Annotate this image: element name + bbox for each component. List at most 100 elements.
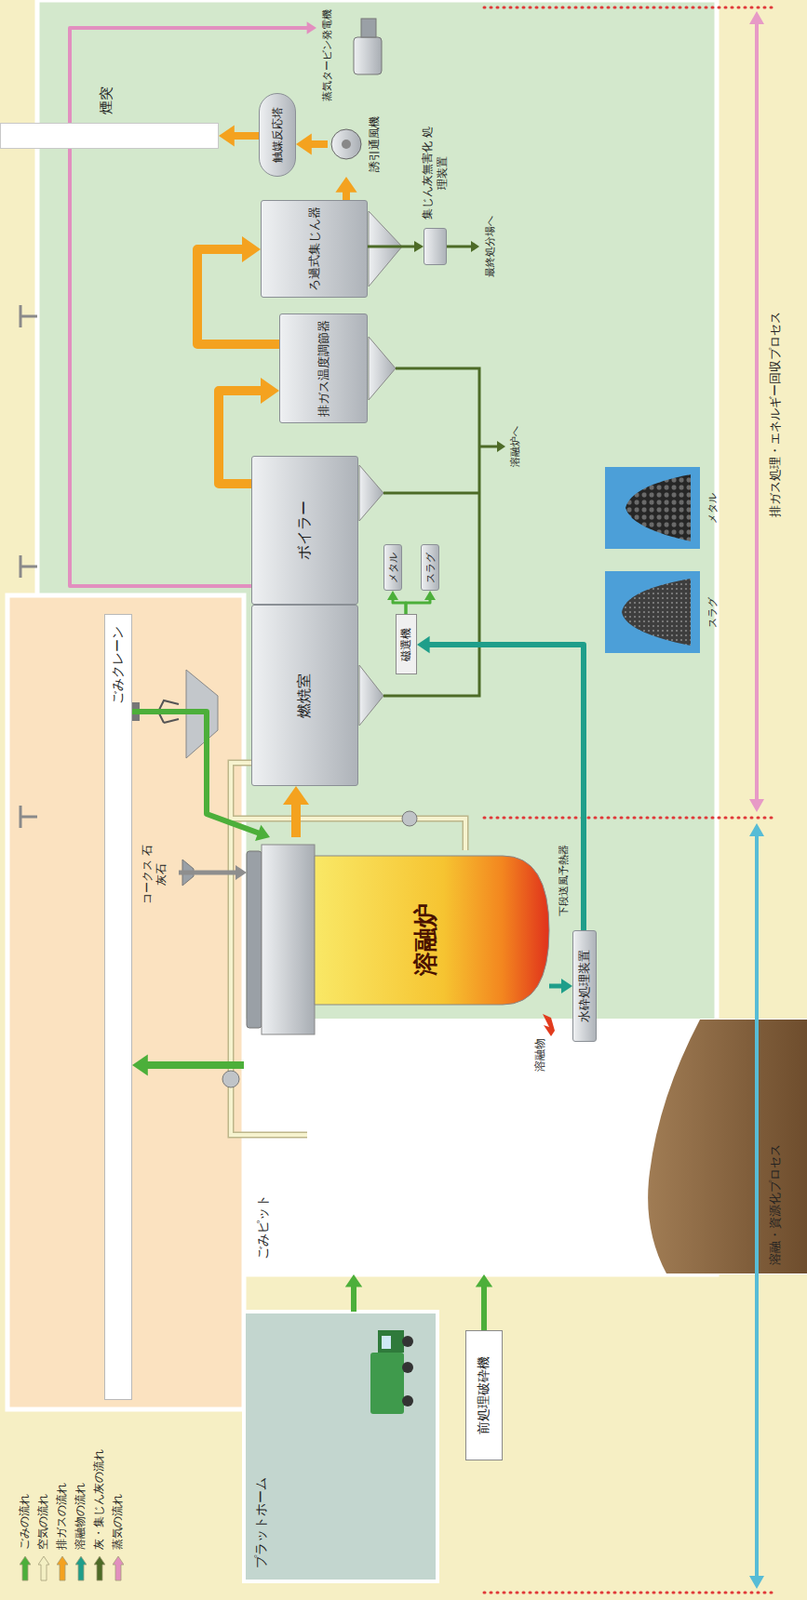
flow-connector — [387, 591, 406, 615]
flow-connector — [178, 865, 247, 881]
turbine-casing — [353, 37, 382, 75]
flow-connector — [405, 591, 436, 615]
node-text: ボイラー — [295, 500, 315, 561]
node-text: 溶融炉 — [409, 837, 443, 1043]
legend-swatch — [94, 1556, 106, 1583]
connector-line — [309, 140, 328, 148]
flow-connector — [345, 1275, 363, 1313]
platform-floor — [243, 1312, 438, 1583]
flow-connector — [367, 241, 424, 253]
node-text: スラグ — [423, 552, 438, 584]
legend-text: 蒸気の流れ — [109, 1494, 126, 1551]
equipment-box: 水砕処理装置 — [572, 930, 597, 1043]
pit-space — [243, 1019, 807, 1276]
connector-line — [405, 599, 431, 616]
node-text: 触媒反応塔 — [269, 107, 286, 163]
equipment-box: ボイラー — [251, 456, 359, 606]
annotation: 下段送風予熱器 — [556, 845, 571, 917]
legend-text: 排ガスの流れ — [53, 1483, 70, 1551]
air-fan — [222, 1071, 240, 1089]
equipment-box: ろ過式集じん器 — [260, 200, 368, 298]
slag-heap — [621, 578, 691, 646]
flow-connector — [335, 176, 357, 201]
fan-casing — [331, 129, 362, 160]
waste-heap — [647, 1020, 807, 1275]
legend-swatch — [112, 1556, 124, 1583]
air-ducts — [222, 763, 466, 1136]
legend-swatch — [38, 1556, 50, 1583]
legend-swatch — [75, 1556, 87, 1583]
legend-arrow — [112, 1557, 124, 1582]
connector-arrowhead — [345, 1275, 363, 1289]
annotation: 溶融物 — [532, 1038, 549, 1073]
node-text: 燃焼室 — [295, 673, 315, 719]
truck-wheel — [402, 1336, 414, 1348]
connector-arrowhead — [242, 236, 261, 263]
connector-arrowhead — [416, 636, 431, 654]
flow-connector — [282, 786, 310, 838]
roof-vent — [20, 806, 38, 829]
process-arrowhead — [749, 823, 765, 1590]
legend-swatch — [19, 1556, 31, 1583]
legend-entry: ごみの流れ — [16, 1494, 33, 1583]
process-dividers — [484, 7, 778, 1594]
legend-entry: 溶融物の流れ — [72, 1483, 89, 1583]
connector-line — [549, 984, 564, 990]
node-text: 磁選機 — [398, 628, 415, 662]
generator-symbol — [353, 18, 382, 75]
pit-area: ごみピット — [243, 1019, 807, 1276]
connector-arrowhead — [282, 786, 310, 806]
air-duct — [230, 819, 466, 851]
ash-lines — [383, 241, 506, 697]
metal-photo — [605, 467, 700, 550]
flow-connector — [132, 712, 270, 842]
process-arrow-line — [754, 833, 759, 1581]
legend-entry: 蒸気の流れ — [109, 1494, 126, 1583]
node-text: 水砕処理装置 — [576, 950, 593, 1023]
connector-arrowhead — [260, 377, 280, 404]
product-photos — [605, 467, 700, 654]
equipment-box: 燃焼室 — [251, 605, 359, 787]
process-box: 前処理破砕機 — [465, 1331, 503, 1462]
legend-arrow — [19, 1557, 31, 1582]
legend-text: 溶融物の流れ — [72, 1483, 89, 1551]
connector-line — [350, 1286, 357, 1313]
slag-photo — [605, 571, 700, 654]
product-box: スラグ — [420, 544, 440, 592]
connector-line — [428, 645, 584, 931]
furnace: 溶融炉 — [246, 837, 550, 1043]
equipment-box: 排ガス温度調節器 — [279, 313, 368, 424]
node-text: ろ過式集じん器 — [306, 206, 323, 292]
connector-arrowhead — [335, 176, 357, 193]
connector-line — [231, 132, 259, 140]
legend-arrow — [56, 1557, 68, 1582]
connector-line — [291, 802, 301, 838]
legend-text: 空気の流れ — [35, 1494, 52, 1551]
destination-label: 溶融炉へ — [508, 426, 523, 468]
feeder-label: コークス 石灰石 — [137, 842, 179, 908]
divider-line — [484, 817, 778, 821]
ash-line — [383, 246, 499, 697]
flow-connector — [475, 1275, 493, 1332]
platform-area: プラットホーム — [243, 1312, 438, 1583]
crane-rail: ごみクレーン — [104, 614, 133, 1401]
flow-connector — [218, 124, 259, 147]
legend-entry: 排ガスの流れ — [53, 1483, 70, 1583]
connector-arrowhead — [132, 1054, 148, 1076]
connector-line — [178, 871, 238, 876]
node-text: 集じん灰無害化 処理装置 — [420, 126, 450, 220]
destination-label: 最終処分場へ — [483, 215, 498, 278]
flow-connector — [132, 1054, 244, 1076]
ash-hopper — [368, 211, 403, 287]
process-arrowhead — [749, 11, 765, 813]
connector-arrowhead — [295, 133, 312, 155]
node-text: 排ガス温度調節器 — [315, 320, 333, 417]
fan-unit: 誘引通風機 — [327, 111, 393, 177]
legend-swatch — [56, 1556, 68, 1583]
legend-arrow — [75, 1557, 87, 1582]
ash-arrowhead — [497, 441, 506, 453]
roof-vent — [20, 555, 38, 579]
node-text: プラットホーム — [253, 1325, 270, 1570]
